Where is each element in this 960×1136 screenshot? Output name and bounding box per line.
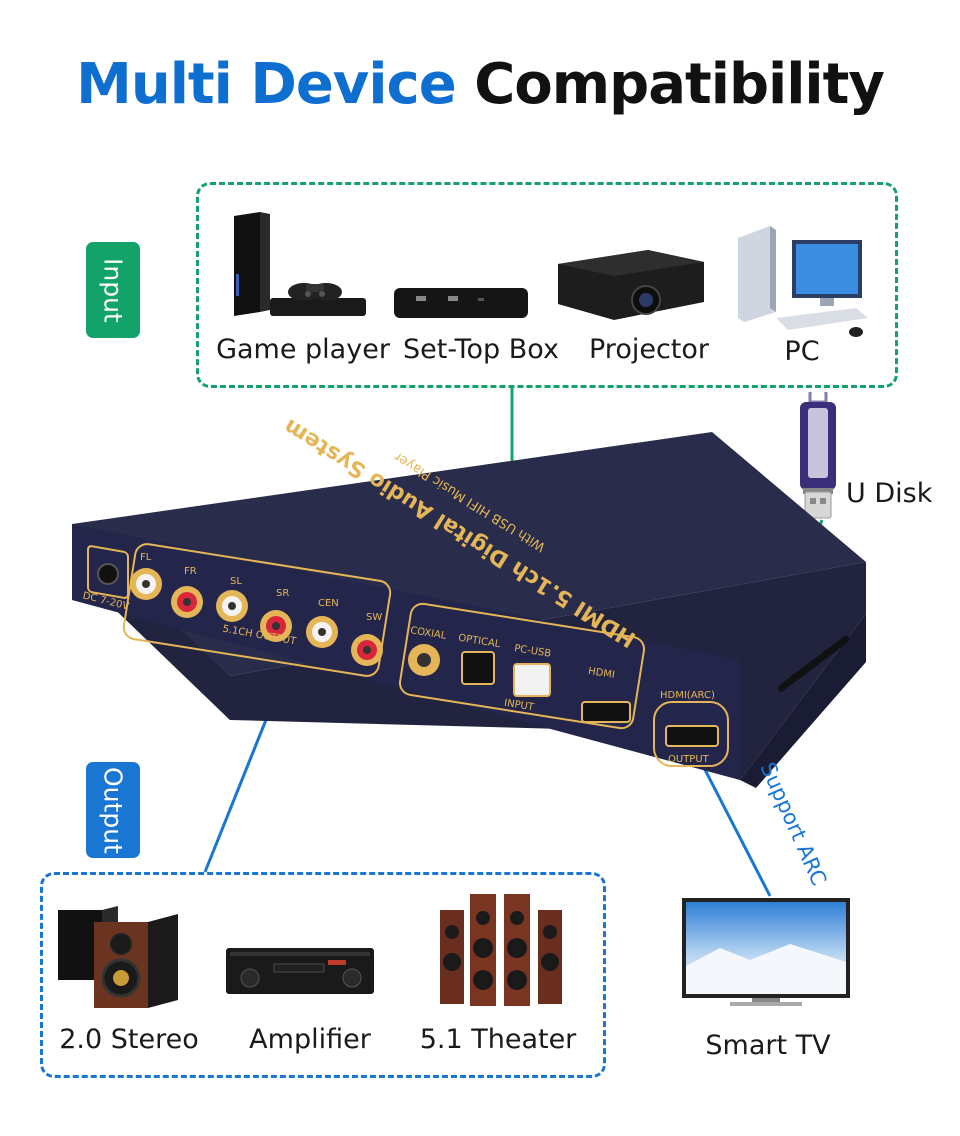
tv-line (698, 759, 772, 897)
usb-drive-icon (800, 392, 836, 519)
udisk-label: U Disk (846, 478, 933, 509)
input-tag: Input (86, 242, 140, 338)
page-title: Multi Device Compatibility (0, 52, 960, 117)
smart-tv-icon (682, 898, 850, 1006)
amplifier-label: Amplifier (249, 1024, 371, 1055)
stereo-speakers-icon (58, 906, 178, 1008)
stereo-label: 2.0 Stereo (59, 1024, 199, 1055)
set-top-box-icon (394, 288, 528, 318)
theater-label: 5.1 Theater (419, 1024, 577, 1055)
title-highlight: Multi Device (76, 52, 457, 117)
rca-jacks (122, 543, 392, 677)
arc-group-label: OUTPUT (668, 754, 709, 765)
input-devices-box (196, 182, 898, 388)
amplifier-icon (226, 948, 374, 994)
pc-label: PC (784, 336, 820, 367)
projector-icon (558, 250, 704, 320)
title-rest: Compatibility (474, 52, 885, 117)
theater-speakers-icon (440, 894, 562, 1006)
rca-label-sw: SW (366, 612, 383, 623)
rca-label-sl: SL (230, 576, 242, 587)
rca-label-fl: FL (140, 552, 152, 563)
output-devices-box (40, 872, 606, 1078)
device-front-panel (72, 524, 740, 780)
projector-label: Projector (589, 334, 709, 365)
rca-label-cen: CEN (318, 598, 339, 609)
set-top-box-label: Set-Top Box (403, 334, 559, 365)
rca-label-fr: FR (184, 566, 197, 577)
output-tag: Output (86, 762, 140, 858)
pc-icon (738, 226, 868, 337)
rca-label-sr: SR (276, 588, 290, 599)
arc-port-label: HDMI(ARC) (660, 690, 715, 701)
game-console-icon (234, 212, 366, 316)
smart-tv-label: Smart TV (705, 1030, 831, 1061)
game-player-label: Game player (216, 334, 390, 365)
